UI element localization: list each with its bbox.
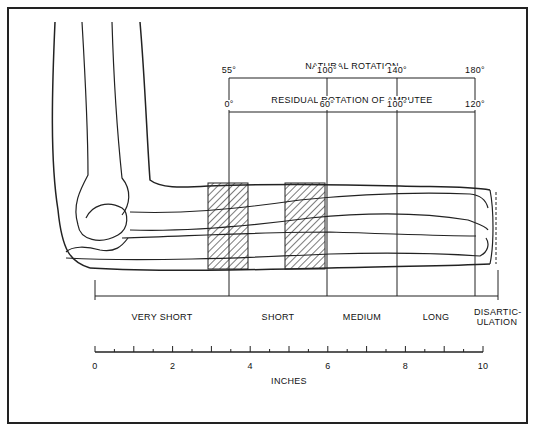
scale-tick — [424, 349, 425, 352]
scale-number: 2 — [168, 362, 177, 372]
scale-tick — [172, 346, 173, 352]
scale-tick — [308, 349, 309, 352]
degree-value: 120° — [463, 100, 487, 110]
scale-number: 0 — [90, 362, 99, 372]
level-name: DISARTIC- ULATION — [472, 308, 522, 328]
scale-tick — [444, 346, 445, 352]
degree-value: 100° — [315, 66, 339, 76]
scale-number: 10 — [476, 362, 491, 372]
scale-tick — [192, 349, 193, 352]
scale-tick — [250, 346, 251, 352]
scale-unit: INCHES — [269, 377, 309, 387]
scale-number: 6 — [323, 362, 332, 372]
scale-tick — [386, 349, 387, 352]
axis-title: RESIDUAL ROTATION OF AMPUTEE — [269, 96, 434, 106]
degree-value: 60° — [318, 100, 337, 110]
scale-tick — [211, 346, 212, 352]
scale-tick — [405, 346, 406, 352]
degree-value: 180° — [463, 66, 487, 76]
level-name: LONG — [421, 313, 452, 323]
level-name: MEDIUM — [341, 313, 383, 323]
degree-value: 55° — [220, 66, 239, 76]
scale-tick — [289, 346, 290, 352]
scale-tick — [133, 346, 134, 352]
degree-value: 100° — [385, 100, 409, 110]
scale-tick — [463, 349, 464, 352]
scale-number: 4 — [246, 362, 255, 372]
scale-tick — [366, 346, 367, 352]
scale-tick — [230, 349, 231, 352]
degree-value: 140° — [385, 66, 409, 76]
scale-tick — [153, 349, 154, 352]
scale-tick — [95, 346, 96, 352]
degree-value: 0° — [222, 100, 235, 110]
scale-tick — [269, 349, 270, 352]
scale-tick — [483, 346, 484, 352]
level-name: VERY SHORT — [129, 313, 194, 323]
scale-tick — [114, 349, 115, 352]
level-name: SHORT — [260, 313, 297, 323]
scale-number: 8 — [401, 362, 410, 372]
scale-tick — [347, 349, 348, 352]
scale-tick — [327, 346, 328, 352]
